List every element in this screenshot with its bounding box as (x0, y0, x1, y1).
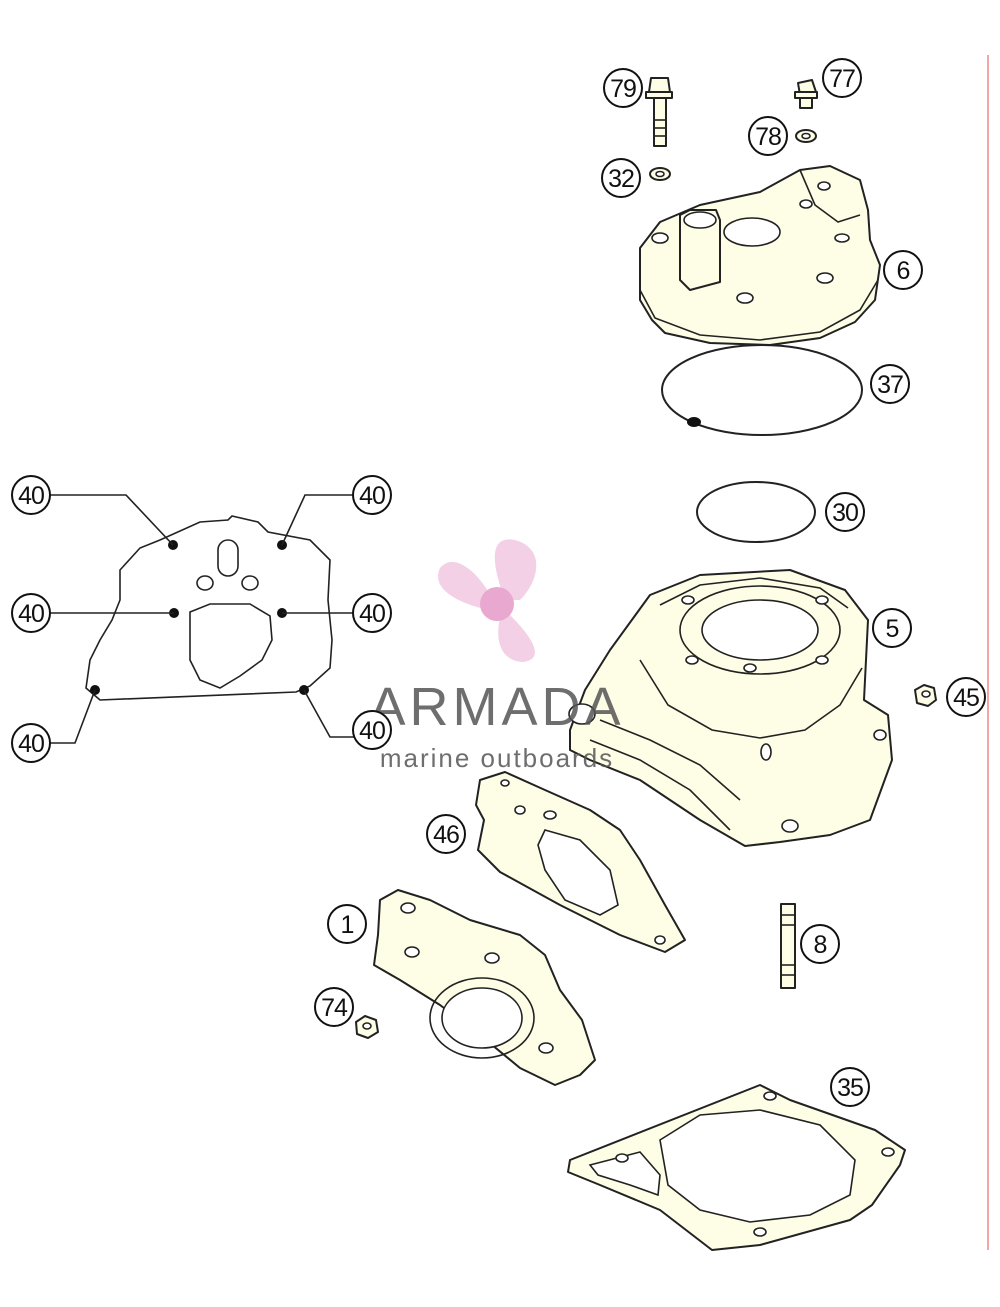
svg-text:37: 37 (877, 371, 903, 399)
callout-46: 46 (426, 814, 466, 854)
callout-45: 45 (946, 677, 986, 717)
part-79-bolt[interactable] (645, 77, 673, 147)
svg-text:40: 40 (18, 482, 44, 510)
callout-77: 77 (822, 58, 862, 98)
callout-6: 6 (883, 250, 923, 290)
callout-37: 37 (870, 364, 910, 404)
callout-40-top-left: 40 (11, 475, 51, 515)
part-32-washer[interactable] (649, 167, 671, 181)
callout-5: 5 (872, 608, 912, 648)
svg-text:40: 40 (18, 600, 44, 628)
svg-text:78: 78 (755, 123, 781, 151)
part-45-nut[interactable] (914, 684, 937, 707)
callout-1: 1 (327, 904, 367, 944)
svg-text:40: 40 (359, 600, 385, 628)
svg-text:5: 5 (886, 615, 899, 643)
part-6-cylinder-head[interactable] (639, 165, 881, 346)
part-1-intake-flange[interactable] (373, 889, 596, 1086)
watermark-tagline: marine outboards (380, 743, 614, 773)
svg-text:6: 6 (897, 257, 910, 285)
part-37-o-ring[interactable] (661, 344, 863, 436)
callout-40-mid-right: 40 (352, 593, 392, 633)
callout-40-mid-left: 40 (11, 593, 51, 633)
part-5-cylinder[interactable] (568, 569, 893, 847)
part-74-nut[interactable] (355, 1015, 379, 1039)
svg-text:45: 45 (953, 684, 979, 712)
watermark: ARMADA marine outboards (369, 539, 624, 773)
watermark-brand: ARMADA (369, 677, 624, 737)
propeller-logo-icon (438, 539, 537, 662)
part-77-bolt[interactable] (794, 79, 818, 109)
svg-text:30: 30 (832, 499, 858, 527)
svg-text:35: 35 (837, 1074, 863, 1102)
svg-text:8: 8 (814, 931, 827, 959)
part-8-stud[interactable] (780, 903, 796, 989)
part-30-o-ring[interactable] (696, 481, 816, 543)
svg-text:74: 74 (321, 994, 348, 1022)
svg-text:40: 40 (18, 730, 44, 758)
callout-40-top-right: 40 (352, 475, 392, 515)
callout-35: 35 (830, 1067, 870, 1107)
svg-text:40: 40 (359, 482, 385, 510)
callout-30: 30 (825, 492, 865, 532)
part-78-washer[interactable] (795, 129, 817, 143)
svg-text:46: 46 (433, 821, 459, 849)
callout-79: 79 (603, 68, 643, 108)
svg-text:77: 77 (829, 65, 855, 93)
leader-lines (50, 494, 354, 744)
callout-78: 78 (748, 116, 788, 156)
svg-text:32: 32 (608, 165, 634, 193)
part-35-base-gasket[interactable] (567, 1084, 906, 1251)
svg-text:79: 79 (610, 75, 636, 103)
callout-40-bottom-right: 40 (352, 710, 392, 750)
detail-gasket-outline (85, 515, 333, 701)
svg-text:40: 40 (359, 717, 385, 745)
svg-text:1: 1 (341, 911, 354, 939)
callout-8: 8 (800, 924, 840, 964)
callout-74: 74 (314, 987, 354, 1027)
part-46-gasket[interactable] (475, 771, 686, 953)
callout-40-bottom-left: 40 (11, 723, 51, 763)
callout-32: 32 (601, 158, 641, 198)
